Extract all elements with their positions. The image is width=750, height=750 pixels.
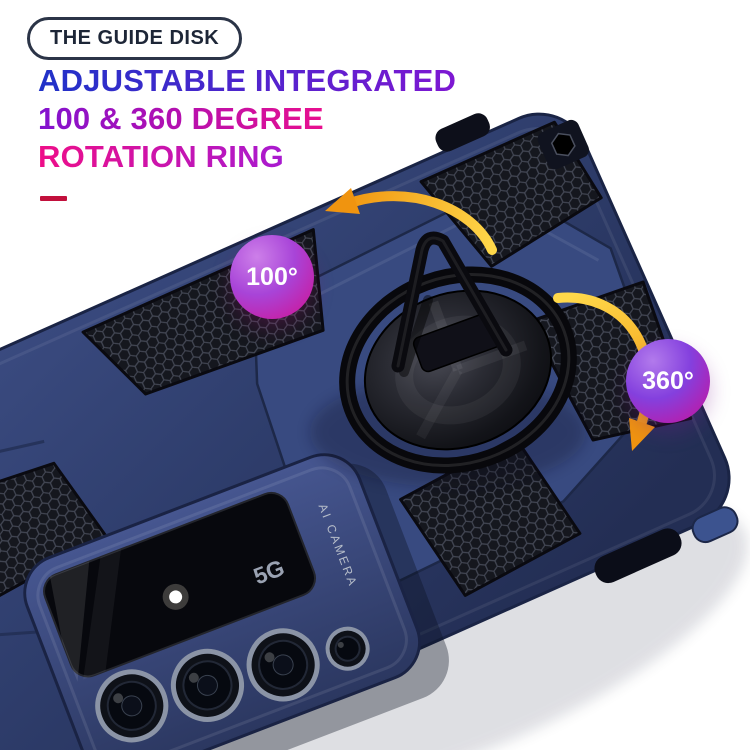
badge-360-degree: 360° <box>626 339 710 423</box>
rotation-ring <box>339 266 577 474</box>
arrowhead <box>325 188 360 214</box>
rotation-arrow-100 <box>325 188 497 255</box>
badge-100-label: 100° <box>246 262 298 291</box>
arrowhead <box>629 418 655 451</box>
guide-disk-badge-label: THE GUIDE DISK <box>50 27 220 49</box>
ring-highlight <box>345 272 571 468</box>
headline-line-2: 100 & 360 DEGREE <box>38 101 324 136</box>
camera-glass <box>43 491 316 682</box>
camera-lenses <box>95 626 370 743</box>
camera-lens <box>246 628 320 702</box>
camera-lens-small <box>325 626 370 671</box>
camera-lens <box>95 669 169 743</box>
power-button-blue <box>691 506 739 544</box>
camera-lens <box>170 648 244 722</box>
case-trim-line <box>0 628 63 721</box>
headline: ADJUSTABLE INTEGRATED 100 & 360 DEGREE R… <box>38 62 456 176</box>
flash-led <box>162 583 189 610</box>
kickstand-highlight <box>396 236 508 368</box>
guide-disk-badge: THE GUIDE DISK <box>27 17 243 60</box>
accent-dash <box>40 196 67 201</box>
kickstand-shadow <box>399 295 433 377</box>
camera-module: 5G AI CAMERA <box>23 453 449 750</box>
headline-line-3: ROTATION RING <box>38 139 284 174</box>
ring-holder <box>339 231 577 474</box>
camera-module-rim <box>36 466 408 750</box>
side-button <box>594 528 682 584</box>
top-edge-button <box>435 113 490 152</box>
kickstand <box>391 231 513 373</box>
badge-100-degree: 100° <box>230 235 314 319</box>
badge-360-label: 360° <box>642 366 694 395</box>
headline-line-1: ADJUSTABLE INTEGRATED <box>38 63 457 98</box>
lanyard-hole <box>537 119 589 170</box>
